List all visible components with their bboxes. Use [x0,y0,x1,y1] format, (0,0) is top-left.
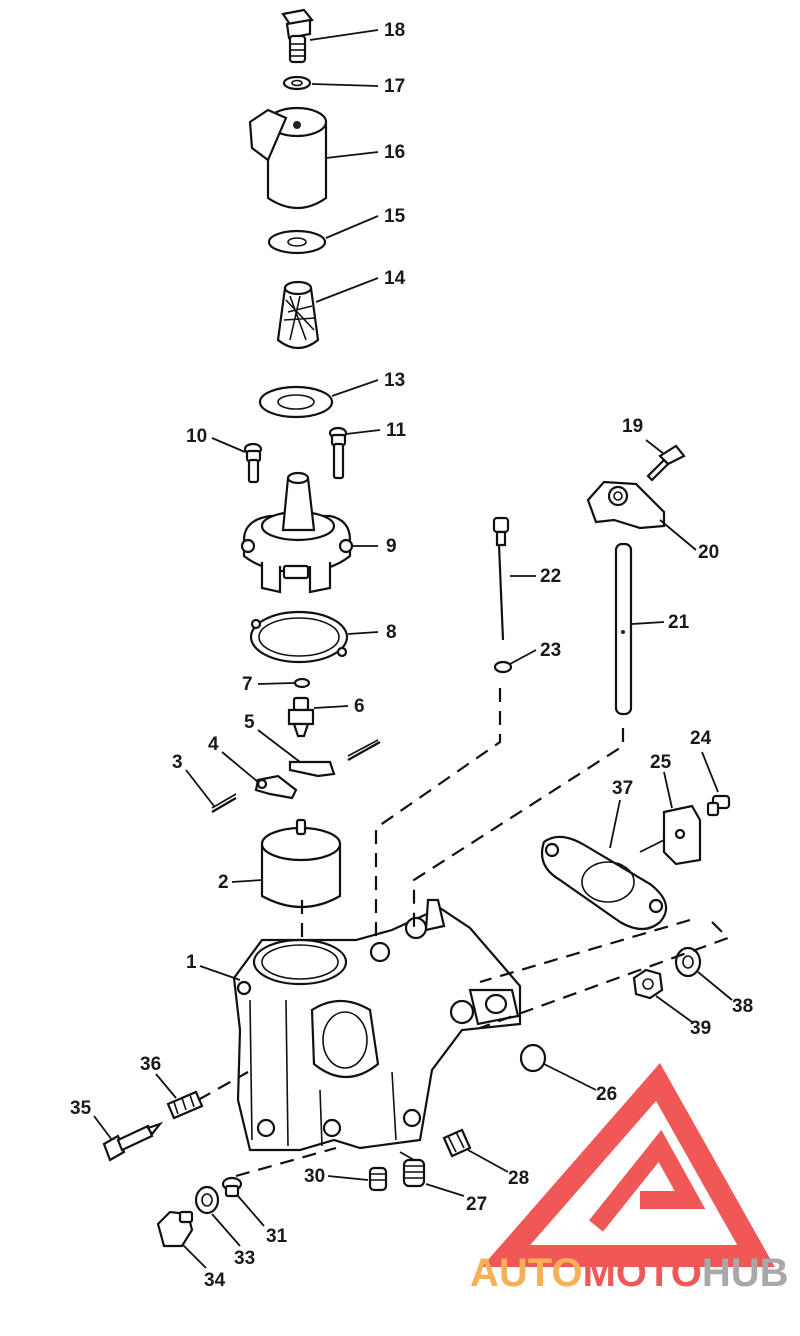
callout-15: 15 [384,206,406,227]
callout-23: 23 [540,640,561,661]
part-20-lever [586,480,666,530]
watermark-moto: MOTO [583,1251,702,1295]
callout-19: 19 [622,416,643,437]
callout-1: 1 [186,952,197,973]
part-38-washer [674,946,702,978]
callout-18: 18 [384,20,405,41]
callout-38: 38 [732,996,753,1017]
callout-25: 25 [650,752,672,773]
callout-17: 17 [384,76,405,97]
watermark-hub: HUB [702,1251,789,1295]
part-31-jet [221,1176,243,1198]
part-34-plug [156,1210,194,1248]
part-3-pin [211,793,237,813]
watermark-logo-triangle [481,1063,775,1267]
callout-6: 6 [354,696,365,717]
callout-21: 21 [668,612,690,633]
callout-3: 3 [172,752,183,773]
callout-36: 36 [140,1054,161,1075]
part-16-cap [248,106,328,209]
part-17-washer [282,75,312,91]
part-25-plate [662,804,702,866]
callout-14: 14 [384,268,406,289]
callout-27: 27 [466,1194,487,1215]
callout-10: 10 [186,426,207,447]
part-33-gasket [194,1185,220,1215]
part-28-spring [442,1128,472,1158]
callout-39: 39 [690,1018,711,1039]
part-5-float-arm [288,739,381,778]
callout-13: 13 [384,370,405,391]
part-18-bolt [281,8,314,64]
watermark-logo-inner [588,1129,706,1232]
part-14-filter-screen [276,280,320,350]
callout-labels: 18 17 16 15 14 13 10 11 9 8 7 6 5 4 3 2 … [70,20,753,1291]
part-27-spring [399,1151,426,1188]
callout-28: 28 [508,1168,529,1189]
callout-7: 7 [242,674,253,695]
callout-37: 37 [612,778,633,799]
part-1-carburetor-body [232,898,522,1152]
callout-11: 11 [386,420,407,441]
callout-5: 5 [244,712,255,733]
part-10-screw [243,442,263,484]
callout-4: 4 [208,734,219,755]
callout-30: 30 [304,1166,325,1187]
part-35-screw [102,1121,164,1162]
callout-20: 20 [698,542,719,563]
part-19-screw [646,444,686,482]
callout-leaders [93,29,733,1269]
callout-35: 35 [70,1098,92,1119]
callout-33: 33 [234,1248,255,1269]
callout-24: 24 [690,728,712,749]
callout-2: 2 [218,872,229,893]
part-9-cover [240,471,354,594]
assembly-lines [197,688,731,1178]
callout-26: 26 [596,1084,617,1105]
callout-16: 16 [384,142,405,163]
part-30-jet [368,1166,388,1192]
part-7-washer [293,677,311,689]
part-22-rod [492,516,510,641]
part-21-shaft [614,542,633,716]
part-26-plug [519,1043,547,1073]
part-23-washer [493,660,513,674]
part-15-gasket [267,229,327,255]
part-6-needle-valve [287,696,315,738]
part-13-gasket [258,385,334,419]
part-2-float [260,818,342,909]
automotohub-watermark: AUTOMOTOHUB [470,1063,789,1295]
part-4-float-hinge [254,774,298,800]
part-11-screw [328,426,348,480]
watermark-text: AUTOMOTOHUB [470,1251,789,1295]
part-39-nut [632,968,664,1000]
callout-8: 8 [386,622,397,643]
part-36-spring [166,1090,204,1120]
part-8-gasket [249,610,349,664]
callout-9: 9 [386,536,397,557]
callout-31: 31 [266,1226,288,1247]
callout-22: 22 [540,566,561,587]
part-37-gasket [540,835,668,931]
part-24-screw [706,794,731,817]
callout-34: 34 [204,1270,226,1291]
watermark-auto: AUTO [470,1251,583,1295]
